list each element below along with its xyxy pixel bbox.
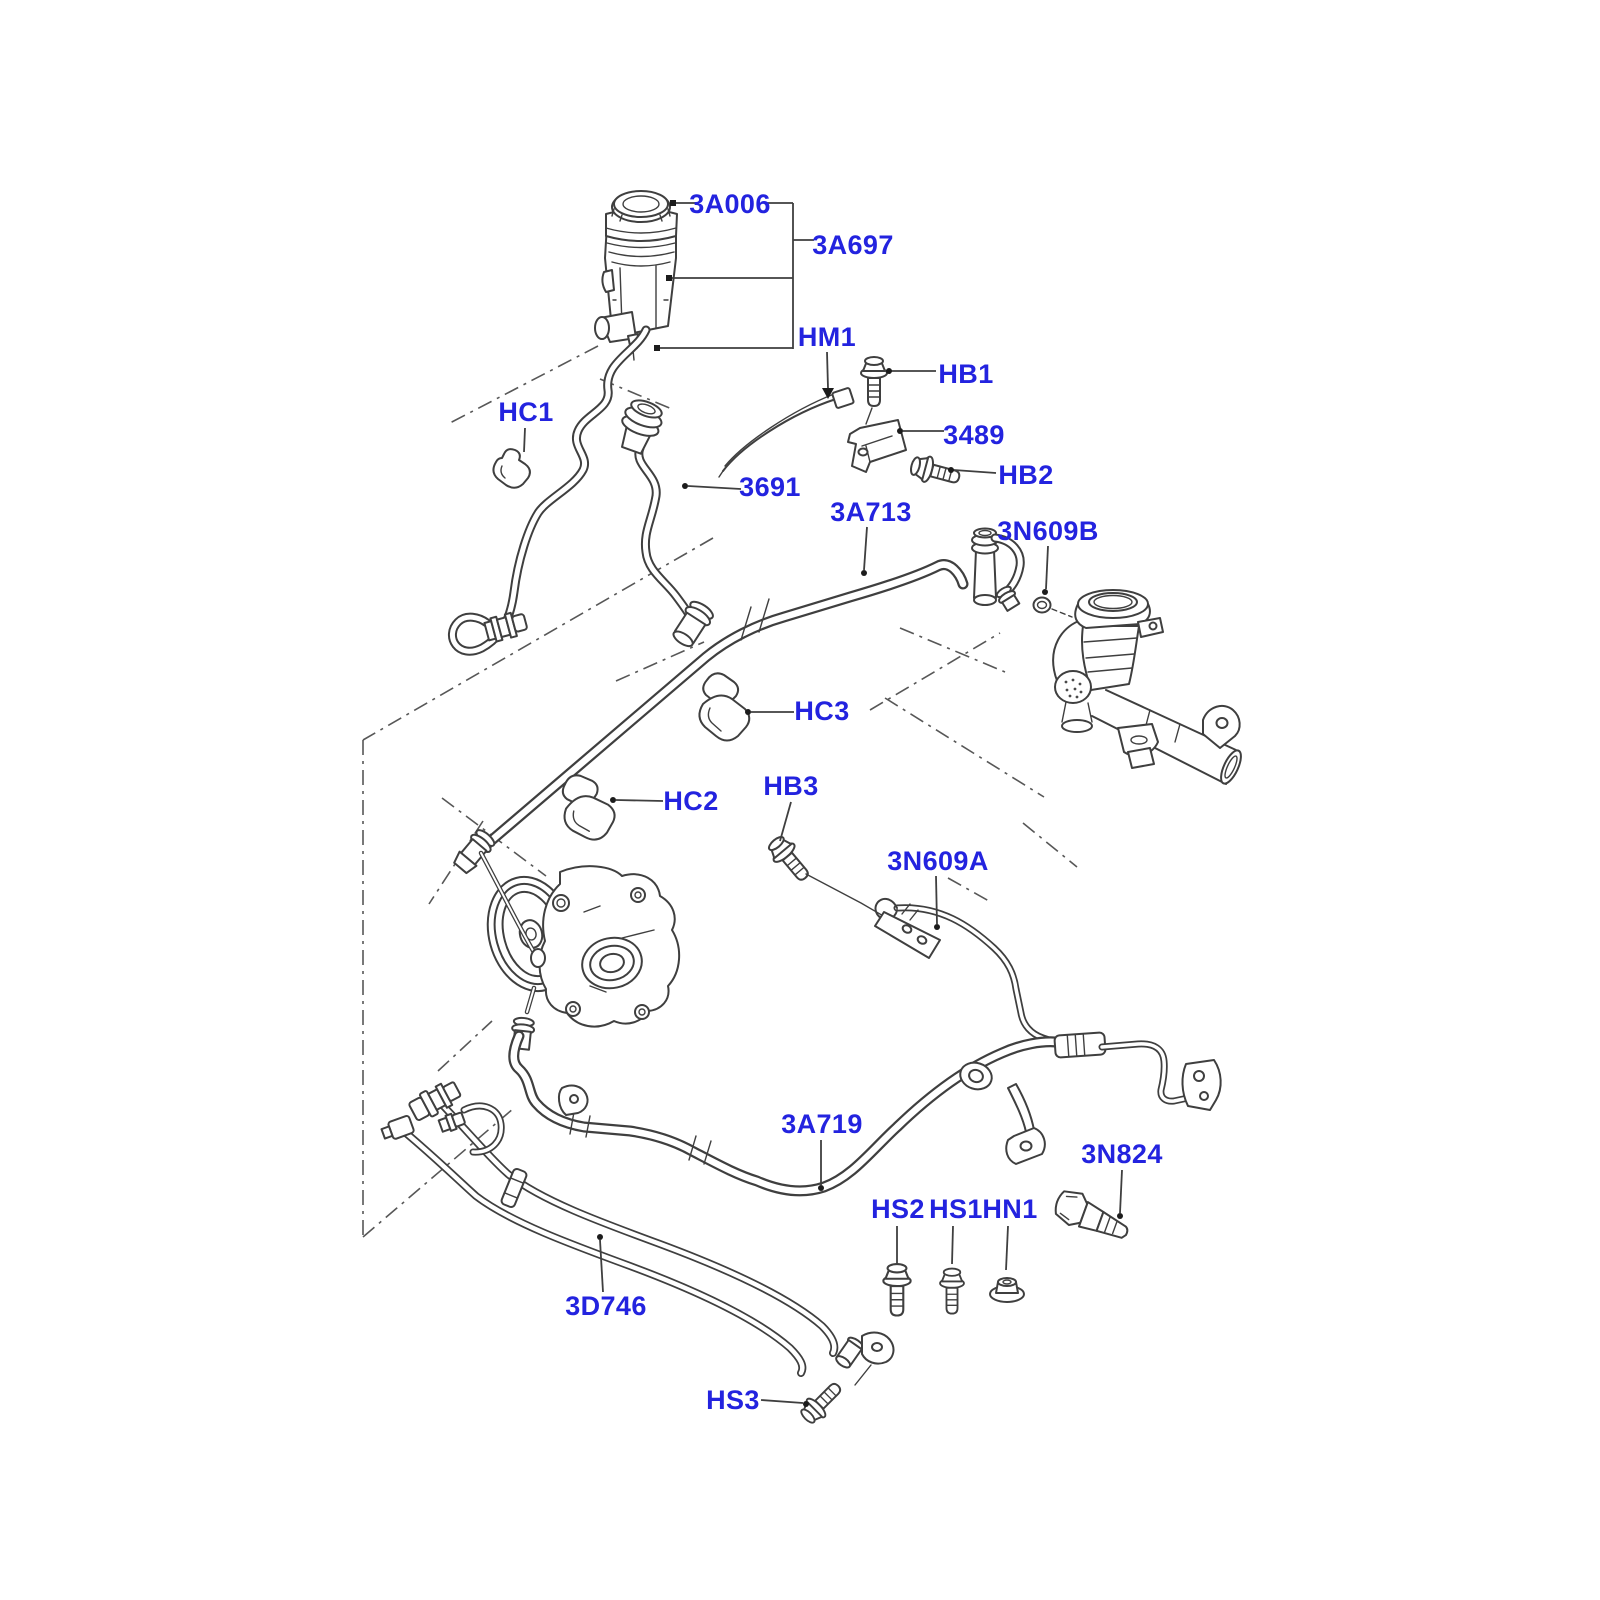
part-label-hc2[interactable]: HC2	[663, 786, 718, 816]
bolt-hs2	[882, 1263, 912, 1317]
hb1-assembly-line	[865, 407, 873, 425]
bolt-hb1	[860, 356, 888, 407]
bolt-hb2	[907, 451, 964, 492]
sensor-3n824	[1054, 1190, 1129, 1239]
part-label-3489[interactable]: 3489	[943, 420, 1005, 450]
tie-strap-hm1	[718, 387, 855, 478]
phantom-outline	[362, 345, 1078, 1238]
clip-hc3	[698, 672, 751, 742]
cooler-tube-3d746	[380, 1081, 895, 1386]
part-label-hb1[interactable]: HB1	[938, 359, 993, 389]
part-label-3a697[interactable]: 3A697	[812, 230, 894, 260]
part-label-hb2[interactable]: HB2	[998, 460, 1053, 490]
bolt-hs1	[939, 1267, 965, 1315]
suction-hose-3a713	[453, 527, 1073, 875]
part-label-3d746[interactable]: 3D746	[565, 1291, 647, 1321]
bracket-3489	[847, 419, 907, 473]
part-label-3a713[interactable]: 3A713	[830, 497, 912, 527]
part-label-hn1[interactable]: HN1	[982, 1194, 1037, 1224]
callout-bracket-3a697	[654, 200, 814, 351]
fluid-reservoir	[594, 190, 678, 361]
power-steering-pump	[475, 853, 681, 1051]
part-label-hc3[interactable]: HC3	[794, 696, 849, 726]
part-label-3n609b[interactable]: 3N609B	[997, 516, 1098, 546]
pressure-hose-3a719	[514, 1032, 1222, 1191]
part-label-3n609a[interactable]: 3N609A	[887, 846, 988, 876]
leader-lines	[523, 351, 1123, 1407]
part-label-3n824[interactable]: 3N824	[1081, 1139, 1163, 1169]
part-label-3691[interactable]: 3691	[739, 472, 801, 502]
reservoir-return-hose	[452, 330, 646, 651]
part-label-hs2[interactable]: HS2	[871, 1194, 925, 1224]
part-label-hs3[interactable]: HS3	[706, 1385, 760, 1415]
pressure-pipe-and-bracket-3n609a	[874, 897, 1058, 1043]
hose-3691	[621, 399, 714, 648]
clip-hc1	[492, 448, 531, 489]
part-label-hm1[interactable]: HM1	[798, 322, 856, 352]
o-ring-3n609b	[1032, 596, 1052, 614]
part-labels: 3A006 3A697 HM1 HB1 3489 HB2 HC1 3691 3A…	[498, 189, 1162, 1415]
nut-hn1	[989, 1277, 1025, 1303]
part-label-hc1[interactable]: HC1	[498, 397, 553, 427]
part-label-3a719[interactable]: 3A719	[781, 1109, 863, 1139]
part-label-hs1[interactable]: HS1	[929, 1194, 983, 1224]
part-label-3a006[interactable]: 3A006	[689, 189, 771, 219]
steering-gear	[1052, 589, 1242, 785]
part-label-hb3[interactable]: HB3	[763, 771, 818, 801]
